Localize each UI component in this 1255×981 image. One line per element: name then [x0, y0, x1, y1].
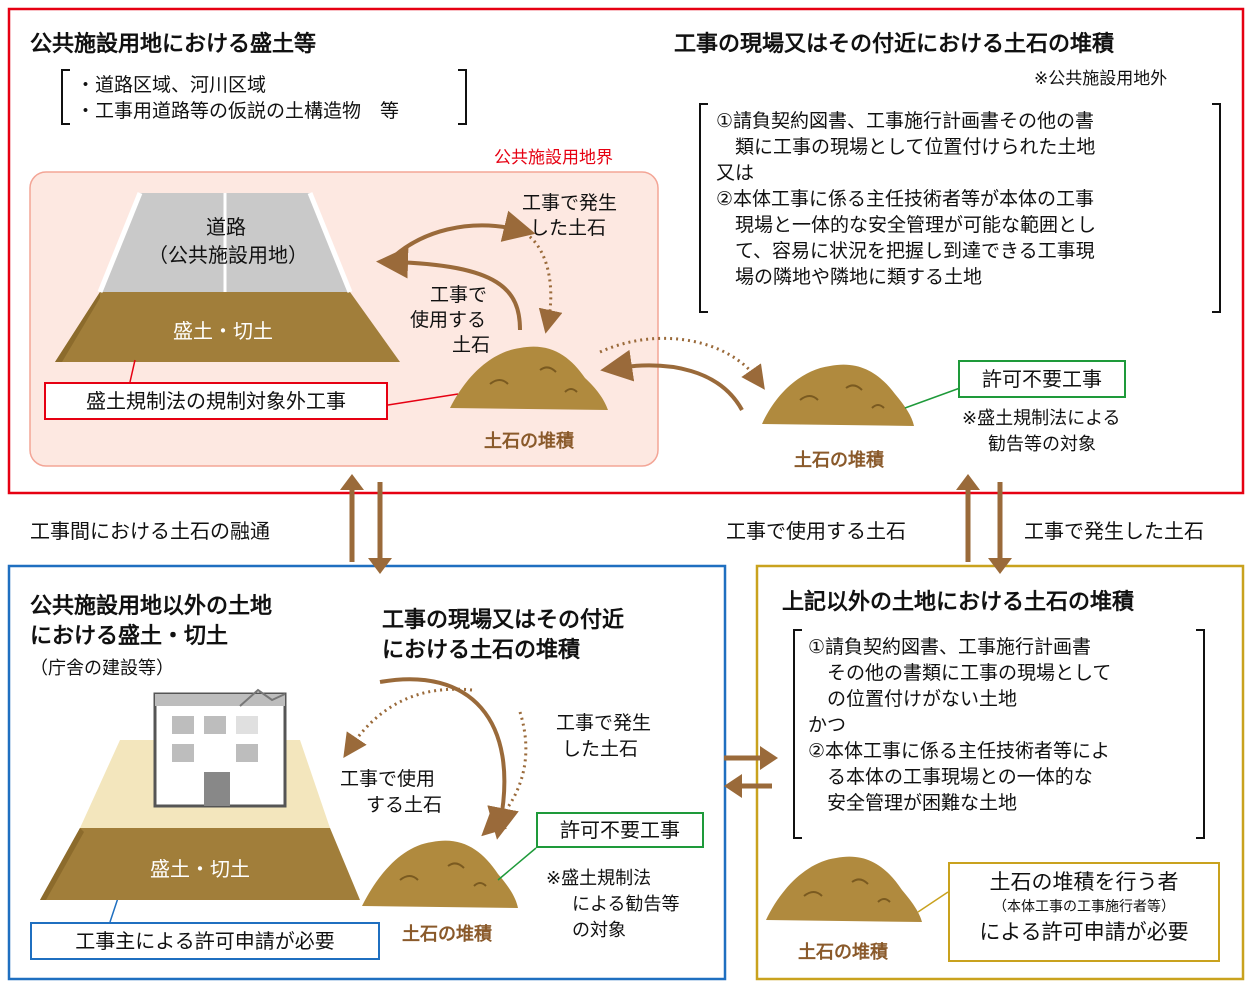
soil-pile-top-right — [762, 364, 914, 426]
top-right-note: ※公共施設用地外 — [1034, 69, 1168, 89]
applicant-line-3: による許可申請が必要 — [979, 920, 1189, 944]
permit-note-top-2: 勧告等の対象 — [988, 434, 1096, 455]
road-label: 道路 — [206, 215, 246, 239]
pile-label-bottom-right: 土石の堆積 — [798, 942, 888, 963]
generated-soil-middle-label: 工事で発生した土石 — [1024, 519, 1204, 543]
condition-line-6: て、容易に状況を把握し到達できる工事現 — [716, 240, 1095, 262]
applicant-line-2: （本体工事の工事施行者等） — [993, 899, 1175, 915]
pile-label-top-right: 土石の堆積 — [794, 450, 884, 471]
boundary-label: 公共施設用地界 — [494, 148, 613, 168]
generated-soil-bl-1: 工事で発生 — [556, 712, 652, 734]
generated-soil-label: 工事で発生 — [522, 192, 618, 214]
used-soil-label-1: 工事で — [430, 284, 488, 306]
bottom-left-pile-title-2: における土石の堆積 — [382, 638, 581, 663]
condition-line-2: 類に工事の現場として位置付けられた土地 — [716, 136, 1096, 158]
br-condition-5: ②本体工事に係る主任技術者等によ — [808, 740, 1111, 762]
permit-note-bl-2: による勧告等 — [572, 894, 680, 915]
soil-pile-top-left — [450, 346, 608, 410]
br-condition-2: その他の書類に工事の現場として — [808, 662, 1112, 684]
bottom-left-subtitle: （庁舎の建設等） — [30, 658, 174, 679]
bottom-left-panel-border — [7, 564, 727, 981]
generated-soil-label-2: した土石 — [530, 217, 607, 239]
condition-line-5: 現場と一体的な安全管理が可能な範囲とし — [716, 214, 1097, 236]
pile-label-top-left: 土石の堆積 — [484, 431, 574, 452]
generated-soil-bl-2: した土石 — [562, 738, 639, 760]
used-soil-middle-label: 工事で使用する土石 — [726, 519, 906, 543]
condition-line-4: ②本体工事に係る主任技術者等が本体の工事 — [716, 188, 1095, 210]
soil-pile-bottom-left — [362, 840, 518, 908]
bottom-left-title-1: 公共施設用地以外の土地 — [30, 594, 273, 619]
bracket-item-2: ・工事用道路等の仮説の土構造物 等 — [76, 100, 400, 122]
bottom-left-title-2: における盛土・切土 — [30, 624, 229, 649]
building-embankment — [40, 688, 360, 900]
embankment-label-bottom: 盛土・切土 — [150, 857, 250, 881]
bottom-right-title: 上記以外の土地における土石の堆積 — [782, 590, 1135, 615]
condition-line-7: 場の隣地や隣地に類する土地 — [716, 266, 983, 288]
road-embankment — [55, 192, 400, 362]
exempt-label: 盛土規制法の規制対象外工事 — [44, 382, 388, 420]
br-condition-4: かつ — [808, 714, 847, 736]
bracket-right — [458, 69, 467, 125]
permit-not-required-bottom: 許可不要工事 — [536, 812, 704, 848]
used-soil-label-3: 土石 — [452, 334, 491, 356]
br-condition-1: ①請負契約図書、工事施行計画書 — [808, 636, 1092, 658]
used-soil-bl-1: 工事で使用 — [340, 768, 436, 790]
bracket-item-1: ・道路区域、河川区域 — [76, 74, 267, 96]
bracket-left — [61, 69, 70, 125]
embankment-label-top: 盛土・切土 — [173, 319, 273, 343]
top-left-title: 公共施設用地における盛土等 — [30, 32, 317, 57]
interchange-label: 工事間における土石の融通 — [30, 519, 270, 543]
br-condition-3: の位置付けがない土地 — [808, 688, 1018, 710]
br-condition-6: る本体の工事現場との一体的な — [808, 766, 1093, 788]
permit-note-bl-3: の対象 — [572, 920, 626, 941]
permit-not-required-top: 許可不要工事 — [958, 360, 1126, 398]
applicant-line-1: 土石の堆積を行う者 — [989, 870, 1179, 894]
permit-note-bl-1: ※盛土規制法 — [546, 868, 652, 889]
br-condition-7: 安全管理が困難な土地 — [808, 792, 1018, 814]
used-soil-label-2: 使用する — [410, 309, 487, 331]
road-sublabel: （公共施設用地） — [148, 243, 308, 267]
top-right-title: 工事の現場又はその付近における土石の堆積 — [674, 32, 1115, 57]
condition-line-3: 又は — [716, 162, 755, 184]
soil-pile-bottom-right — [766, 856, 922, 922]
permit-required-builder: 工事主による許可申請が必要 — [30, 922, 380, 960]
condition-line-1: ①請負契約図書、工事施行計画書その他の書 — [716, 110, 1095, 132]
bottom-left-pile-title-1: 工事の現場又はその付近 — [382, 608, 625, 633]
used-soil-bl-2: する土石 — [366, 794, 443, 816]
top-panel-border — [7, 7, 1245, 495]
permit-note-top-1: ※盛土規制法による — [962, 408, 1121, 429]
applicant-box: 土石の堆積を行う者 （本体工事の工事施行者等） による許可申請が必要 — [948, 862, 1220, 962]
pile-label-bottom-left: 土石の堆積 — [402, 924, 492, 945]
